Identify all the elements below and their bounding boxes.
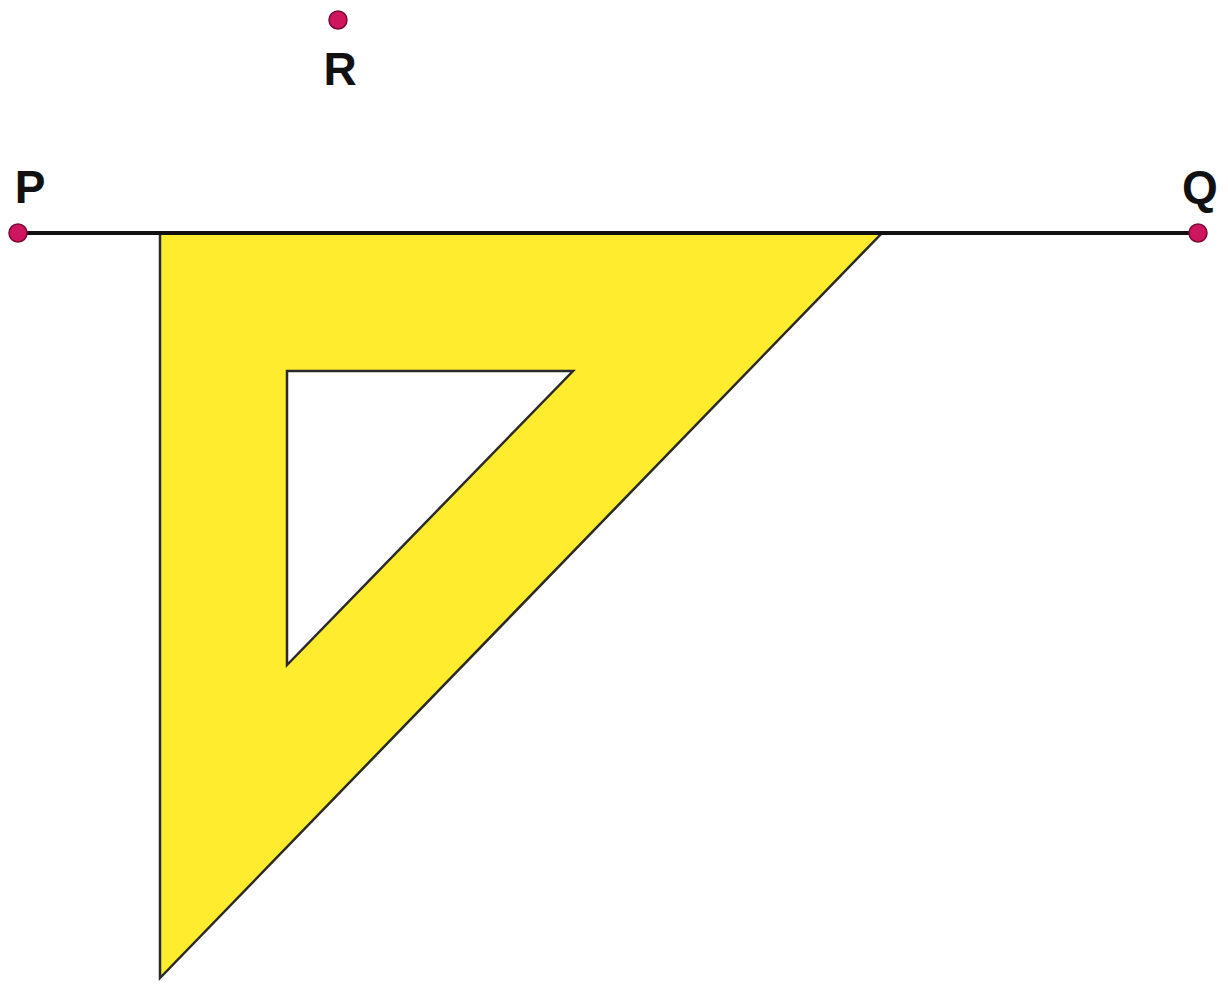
point-dot xyxy=(1189,224,1207,242)
point-label: R xyxy=(323,46,356,92)
point-label: P xyxy=(15,164,46,210)
point-label: Q xyxy=(1182,164,1218,210)
set-square xyxy=(160,233,882,978)
point-dot xyxy=(9,224,27,242)
line-pq xyxy=(18,231,1198,235)
point-dot xyxy=(329,11,347,29)
